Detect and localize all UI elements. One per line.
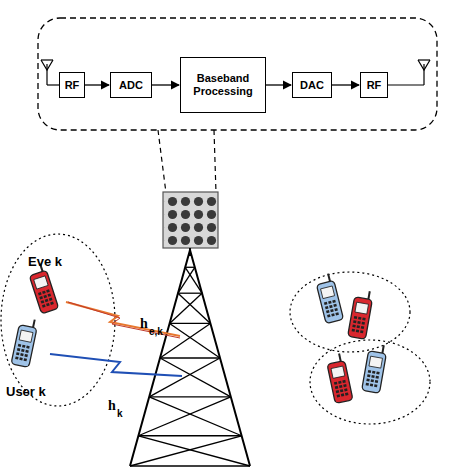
signal-arrow <box>332 84 359 85</box>
signal-arrow <box>152 84 179 85</box>
user-group <box>290 272 410 352</box>
antenna-array <box>163 192 218 248</box>
user-group <box>1 234 115 406</box>
channel-subscript: e,k <box>149 326 163 337</box>
processing-block: ADC <box>110 72 152 98</box>
block-label: RF <box>65 79 80 92</box>
zoom-line <box>158 130 166 193</box>
array-elements <box>164 193 217 247</box>
antenna-symbol <box>41 60 60 85</box>
channel-symbol: h <box>140 316 148 332</box>
block-label: ADC <box>119 79 143 92</box>
channel-symbol: h <box>108 398 116 414</box>
mobile-phone <box>325 353 353 404</box>
processing-block: Baseband Processing <box>180 57 266 113</box>
processing-block: RF <box>59 72 85 98</box>
signal-arrow <box>266 84 291 85</box>
processing-block: RF <box>360 72 388 98</box>
signal-arrow <box>85 84 109 85</box>
block-label: Baseband Processing <box>181 72 265 97</box>
base-station-tower <box>130 248 250 466</box>
mobile-phone <box>362 343 388 393</box>
eve-channel-link <box>68 302 180 338</box>
mobile-phone <box>11 317 39 368</box>
processing-block: DAC <box>292 72 332 98</box>
transceiver-outline <box>38 18 437 130</box>
block-label: RF <box>367 79 382 92</box>
block-label: DAC <box>300 79 324 92</box>
mobile-phone <box>348 289 374 339</box>
device-label: User k <box>6 384 46 399</box>
mobile-phone <box>27 263 59 314</box>
zoom-line <box>214 130 216 193</box>
user-group <box>310 340 430 424</box>
device-label: Eve k <box>28 254 62 269</box>
antenna-symbol <box>388 60 430 85</box>
user-channel-link <box>50 354 182 376</box>
mobile-phone <box>314 273 343 324</box>
channel-subscript: k <box>117 408 123 419</box>
